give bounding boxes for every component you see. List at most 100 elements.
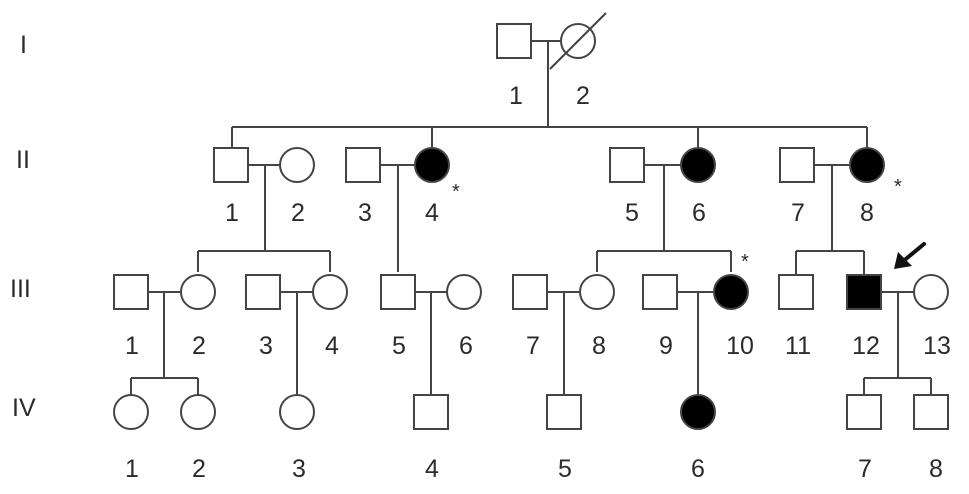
individual-number-iii-5: 5 — [392, 332, 406, 360]
individual-number-iv-8: 8 — [929, 455, 943, 483]
male-square-icon — [846, 394, 882, 430]
individual-number-iii-12: 12 — [852, 332, 880, 360]
individual-iii-11: 11 — [778, 274, 814, 360]
male-square-icon — [496, 23, 532, 59]
female-circle-icon — [414, 147, 450, 183]
individual-number-iv-2: 2 — [192, 455, 206, 483]
male-square-icon — [913, 394, 949, 430]
individual-i-1: 1 — [496, 23, 532, 110]
individual-ii-1: 1 — [213, 147, 249, 227]
individual-number-ii-8: 8 — [860, 199, 874, 227]
generation-label-i: I — [20, 31, 27, 59]
individual-iii-2: 2 — [180, 274, 216, 360]
male-square-icon — [245, 274, 281, 310]
individual-iv-8: 8 — [913, 394, 949, 483]
individual-ii-5: 5 — [609, 147, 645, 227]
male-square-icon — [113, 274, 149, 310]
female-circle-icon — [713, 274, 749, 310]
individual-number-iv-7: 7 — [858, 455, 872, 483]
female-circle-icon — [180, 394, 216, 430]
individual-number-ii-1: 1 — [225, 199, 239, 227]
individual-iii-13: 13 — [913, 274, 951, 360]
male-square-icon — [779, 147, 815, 183]
pedigree-lines — [130, 40, 932, 395]
individual-number-iii-13: 13 — [923, 332, 951, 360]
individual-ii-7: 7 — [779, 147, 815, 227]
individual-iii-9: 9 — [642, 274, 678, 360]
male-square-icon — [413, 394, 449, 430]
individual-number-iv-4: 4 — [425, 455, 439, 483]
male-square-icon — [512, 274, 548, 310]
individual-iii-12: 12 — [846, 274, 882, 360]
individual-number-iv-6: 6 — [691, 455, 705, 483]
female-circle-icon — [579, 274, 615, 310]
male-square-icon — [546, 394, 582, 430]
individual-number-iii-9: 9 — [659, 332, 673, 360]
individual-number-iii-3: 3 — [259, 332, 273, 360]
individual-ii-4: 4 — [414, 147, 450, 227]
male-square-icon — [778, 274, 814, 310]
male-square-icon — [213, 147, 249, 183]
female-circle-icon — [113, 394, 149, 430]
individual-ii-2: 2 — [279, 147, 315, 227]
female-circle-icon — [279, 147, 315, 183]
individual-ii-6: 6 — [680, 147, 716, 227]
individual-iv-5: 5 — [546, 394, 582, 483]
individual-iii-1: 1 — [113, 274, 149, 360]
female-circle-icon — [312, 274, 348, 310]
individual-number-ii-6: 6 — [692, 199, 706, 227]
proband-arrow-icon — [894, 242, 926, 269]
individual-number-i-1: 1 — [509, 82, 523, 110]
individual-number-iii-11: 11 — [785, 332, 811, 360]
individual-number-iv-3: 3 — [292, 455, 306, 483]
asterisk-mark-iii-10: * — [741, 251, 749, 273]
individual-iii-7: 7 — [512, 274, 548, 360]
individual-number-ii-5: 5 — [625, 199, 639, 227]
individual-iii-5: 5 — [380, 274, 416, 360]
female-circle-icon — [446, 274, 482, 310]
individual-iv-2: 2 — [180, 394, 216, 483]
female-circle-icon — [849, 147, 885, 183]
individual-ii-8: 8 — [849, 147, 885, 227]
male-square-icon — [345, 147, 381, 183]
female-circle-icon — [913, 274, 949, 310]
individual-iii-6: 6 — [446, 274, 482, 360]
individual-number-i-2: 2 — [576, 82, 590, 110]
generation-label-iv: IV — [12, 394, 36, 422]
deceased-slash-icon — [549, 12, 607, 70]
male-square-icon — [609, 147, 645, 183]
generation-label-iii: III — [10, 275, 31, 303]
individual-iii-4: 4 — [312, 274, 348, 360]
female-circle-icon — [279, 394, 315, 430]
individual-number-iii-6: 6 — [459, 332, 473, 360]
asterisk-mark-ii-8: * — [894, 176, 902, 198]
individual-iii-8: 8 — [579, 274, 615, 360]
male-square-icon — [846, 274, 882, 310]
individual-number-iii-8: 8 — [592, 332, 606, 360]
individual-iv-7: 7 — [846, 394, 882, 483]
individual-iv-6: 6 — [680, 394, 716, 483]
individual-i-2: 2 — [549, 12, 607, 110]
individual-iv-4: 4 — [413, 394, 449, 483]
individual-number-iii-7: 7 — [526, 332, 540, 360]
individual-iii-3: 3 — [245, 274, 281, 360]
individual-number-iii-10: 10 — [726, 332, 754, 360]
individual-number-ii-7: 7 — [791, 199, 805, 227]
generation-label-ii: II — [16, 146, 30, 174]
individual-number-ii-4: 4 — [425, 199, 439, 227]
female-circle-icon — [180, 274, 216, 310]
female-circle-icon — [680, 394, 716, 430]
individual-iv-3: 3 — [279, 394, 315, 483]
individual-number-ii-2: 2 — [291, 199, 305, 227]
individual-iv-1: 1 — [113, 394, 149, 483]
individual-number-iv-1: 1 — [125, 455, 139, 483]
individual-ii-3: 3 — [345, 147, 381, 227]
asterisk-mark-ii-4: * — [452, 181, 460, 203]
individual-number-iii-2: 2 — [192, 332, 206, 360]
individual-iii-10: 10 — [713, 274, 754, 360]
individual-number-ii-3: 3 — [358, 199, 372, 227]
male-square-icon — [380, 274, 416, 310]
individual-number-iii-1: 1 — [125, 332, 139, 360]
